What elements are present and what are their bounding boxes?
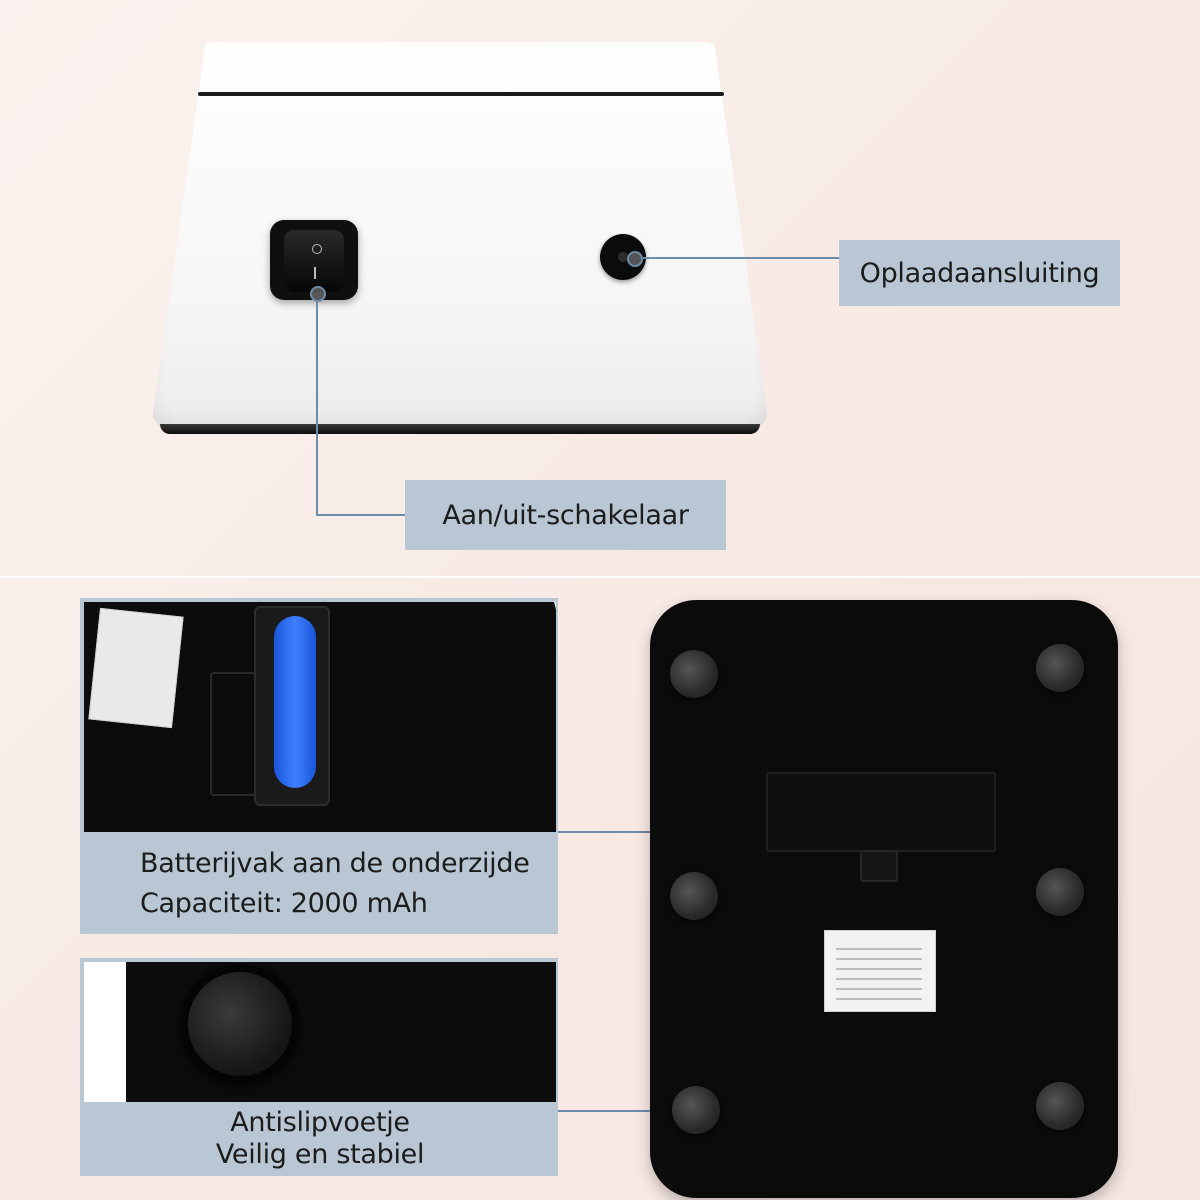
battery-compartment-line2: Capaciteit: 2000 mAh: [140, 888, 428, 919]
spec-sticker-lines: [836, 948, 922, 1000]
device-lid-seam: [198, 92, 724, 96]
anti-slip-foot-label: Antislipvoetje Veilig en stabiel: [84, 1104, 556, 1174]
photo-edge: [554, 602, 556, 832]
switch-on-mark-icon: [314, 267, 316, 279]
charging-jack-hole: [618, 252, 628, 262]
power-switch-line-v: [316, 302, 318, 514]
foot-icon-top-right: [1036, 644, 1084, 692]
power-switch-rocker: [284, 230, 344, 292]
charging-port-line: [643, 257, 839, 259]
anti-slip-foot-line2: Veilig en stabiel: [215, 1139, 425, 1170]
power-switch-text: Aan/uit-schakelaar: [442, 499, 689, 531]
charging-port-text: Oplaadaansluiting: [859, 257, 1100, 289]
section-divider: [0, 576, 1200, 578]
battery-compartment-line1: Batterijvak aan de onderzijde: [140, 848, 530, 879]
power-switch-line-h: [316, 514, 406, 516]
foot-icon-mid-right: [1036, 868, 1084, 916]
battery-icon: [274, 616, 316, 788]
battery-cover: [766, 772, 996, 852]
charging-port-label: Oplaadaansluiting: [839, 240, 1120, 306]
device-body: [150, 42, 770, 434]
battery-cover-latch: [860, 850, 898, 882]
battery-photo: [84, 602, 556, 832]
foot-icon-bottom-left: [672, 1086, 720, 1134]
device-base-edge: [160, 424, 760, 434]
battery-compartment-label: Batterijvak aan de onderzijde Capaciteit…: [84, 836, 556, 932]
foot-photo: [84, 962, 556, 1102]
power-switch-label: Aan/uit-schakelaar: [405, 480, 726, 550]
foot-icon-bottom-right: [1036, 1082, 1084, 1130]
foot-callout-line: [558, 1110, 688, 1112]
charging-port-pin: [627, 251, 643, 267]
foot-icon-mid-left: [670, 872, 718, 920]
power-switch-pin: [310, 286, 326, 302]
battery-panel-sticker: [88, 607, 184, 729]
anti-slip-foot-icon: [180, 964, 300, 1084]
foot-icon-top-left: [670, 650, 718, 698]
anti-slip-foot-line1: Antislipvoetje: [230, 1107, 410, 1138]
switch-off-mark-icon: [312, 244, 322, 254]
